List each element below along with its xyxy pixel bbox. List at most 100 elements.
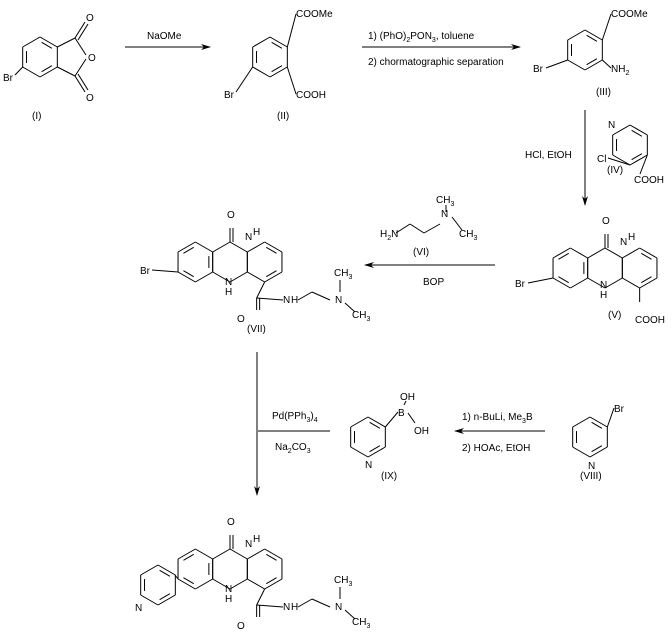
bond bbox=[587, 247, 606, 259]
bond bbox=[229, 548, 248, 560]
bond bbox=[159, 569, 171, 577]
bond bbox=[639, 277, 658, 289]
bond bbox=[229, 271, 248, 283]
bond bbox=[344, 609, 356, 620]
svg-text:N: N bbox=[225, 584, 232, 595]
bond bbox=[269, 66, 288, 78]
bond bbox=[558, 276, 569, 284]
bond bbox=[567, 29, 586, 41]
svg-text:O: O bbox=[602, 216, 610, 227]
svg-text:Br: Br bbox=[3, 73, 14, 84]
bond bbox=[159, 593, 171, 601]
bond bbox=[247, 241, 265, 253]
bond bbox=[74, 37, 87, 56]
svg-text:CH3: CH3 bbox=[334, 575, 352, 588]
bond bbox=[286, 13, 297, 48]
bond bbox=[41, 41, 53, 49]
svg-text:H: H bbox=[600, 290, 607, 301]
bond bbox=[286, 66, 297, 95]
bond bbox=[177, 271, 196, 283]
svg-text:(VIII): (VIII) bbox=[580, 471, 602, 482]
svg-text:N: N bbox=[283, 602, 290, 613]
svg-text:H: H bbox=[225, 287, 232, 298]
bond bbox=[177, 548, 196, 560]
bond bbox=[140, 564, 159, 576]
bond bbox=[183, 246, 194, 254]
svg-text:O: O bbox=[237, 621, 245, 632]
bond bbox=[57, 66, 76, 77]
bond bbox=[589, 446, 608, 458]
bond bbox=[77, 23, 89, 41]
bond bbox=[41, 65, 53, 73]
svg-text:N: N bbox=[620, 237, 627, 248]
bond bbox=[247, 271, 265, 283]
bond bbox=[256, 281, 266, 299]
bond bbox=[269, 36, 288, 48]
svg-text:CH3: CH3 bbox=[459, 229, 477, 242]
bond bbox=[631, 129, 643, 137]
bond bbox=[212, 548, 231, 560]
svg-text:NH2: NH2 bbox=[611, 64, 629, 77]
bond bbox=[311, 598, 331, 608]
bond bbox=[604, 247, 623, 259]
bond bbox=[252, 36, 271, 48]
compound-VIII: Br N (VIII) bbox=[580, 404, 625, 482]
reagent-step4: BOP bbox=[423, 277, 444, 288]
svg-text:B: B bbox=[398, 408, 405, 419]
svg-text:O: O bbox=[88, 53, 96, 64]
bond bbox=[639, 247, 658, 259]
bond bbox=[369, 421, 381, 429]
bond bbox=[74, 58, 87, 77]
bond bbox=[212, 578, 231, 590]
bond bbox=[57, 37, 76, 48]
bond bbox=[641, 252, 652, 260]
bond bbox=[151, 269, 179, 273]
bond bbox=[545, 59, 568, 69]
bond bbox=[631, 153, 643, 161]
svg-text:CH3: CH3 bbox=[436, 195, 454, 208]
svg-text:N: N bbox=[600, 280, 607, 291]
svg-text:COOMe: COOMe bbox=[611, 9, 648, 20]
reagent-step2-line1: 1) (PhO)2PON3, toluene bbox=[368, 31, 475, 44]
reagent-step5-line2: 2) HOAc, EtOH bbox=[462, 443, 530, 454]
bond bbox=[584, 59, 603, 71]
bond bbox=[229, 578, 248, 590]
reagent-step2-line2: 2) chormatographic separation bbox=[368, 57, 504, 68]
bond bbox=[558, 252, 569, 260]
reagent-step6-line1: Pd(PPh3)4 bbox=[272, 411, 318, 424]
bond bbox=[264, 578, 283, 590]
bond bbox=[584, 29, 603, 41]
bond bbox=[591, 421, 603, 429]
bond bbox=[639, 154, 648, 175]
svg-text:(IV): (IV) bbox=[607, 165, 623, 176]
svg-text:O: O bbox=[227, 210, 235, 221]
compound-VI: H2N N CH3 CH3 (VI) bbox=[380, 195, 477, 258]
bond bbox=[570, 277, 588, 289]
bond bbox=[177, 241, 196, 253]
bond bbox=[297, 598, 313, 608]
bond-lines bbox=[14, 13, 658, 620]
bond bbox=[350, 446, 369, 458]
svg-text:(VII): (VII) bbox=[247, 324, 266, 335]
svg-text:N: N bbox=[441, 209, 448, 220]
svg-text:H2N: H2N bbox=[380, 229, 398, 242]
svg-text:Br: Br bbox=[533, 64, 544, 75]
bond bbox=[271, 41, 283, 49]
svg-text:Br: Br bbox=[515, 279, 526, 290]
bond bbox=[195, 241, 213, 253]
bond bbox=[247, 548, 265, 560]
bond bbox=[601, 13, 612, 41]
bond bbox=[591, 445, 603, 453]
svg-text:(V): (V) bbox=[608, 310, 621, 321]
bond bbox=[601, 59, 612, 69]
bond bbox=[629, 154, 648, 166]
svg-text:N: N bbox=[225, 277, 232, 288]
bond bbox=[22, 66, 41, 78]
bond bbox=[384, 411, 399, 428]
bond bbox=[369, 445, 381, 453]
bond bbox=[604, 277, 623, 289]
svg-text:Br: Br bbox=[140, 266, 151, 277]
bond bbox=[586, 34, 598, 42]
